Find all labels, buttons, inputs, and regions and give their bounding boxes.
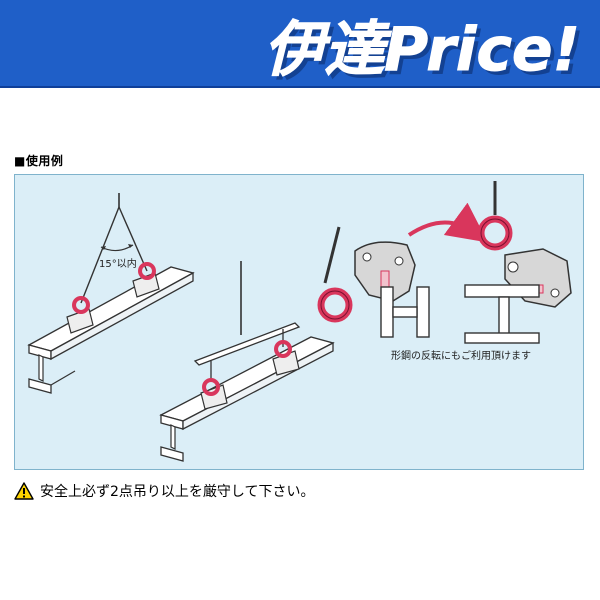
section-heading: ■使用例 <box>14 154 64 168</box>
header-graphic: 伊達Price! 伊達Price! <box>264 15 584 89</box>
flip-caption: 形鋼の反転にもご利用頂けます <box>391 349 531 362</box>
angle-label: 15°以内 <box>99 257 137 270</box>
beam-two-point-lift: 15°以内 <box>27 193 195 394</box>
flipped-section <box>464 284 540 344</box>
usage-example-panel: 15°以内 <box>14 174 584 470</box>
h-section <box>380 286 430 338</box>
clamp-mid-left <box>200 378 228 410</box>
usage-illustration: 15°以内 <box>27 181 572 462</box>
header-banner: 伊達Price! 伊達Price! <box>0 0 600 88</box>
warning-text: 安全上必ず2点吊り以上を厳守して下さい。 <box>40 484 315 500</box>
header-logo-shadow: 伊達Price! <box>268 19 584 88</box>
safety-warning: 安全上必ず2点吊り以上を厳守して下さい。 <box>14 481 315 501</box>
header-logo-text: 伊達Price! <box>264 15 580 85</box>
clamp-left <box>66 296 94 334</box>
beam-spreader-lift <box>159 261 335 462</box>
clamp-right <box>132 262 160 298</box>
warning-triangle-icon <box>14 482 34 500</box>
clamp-mid-right <box>272 340 300 376</box>
beam-flip-illustration: 形鋼の反転にもご利用頂けます <box>317 181 572 362</box>
